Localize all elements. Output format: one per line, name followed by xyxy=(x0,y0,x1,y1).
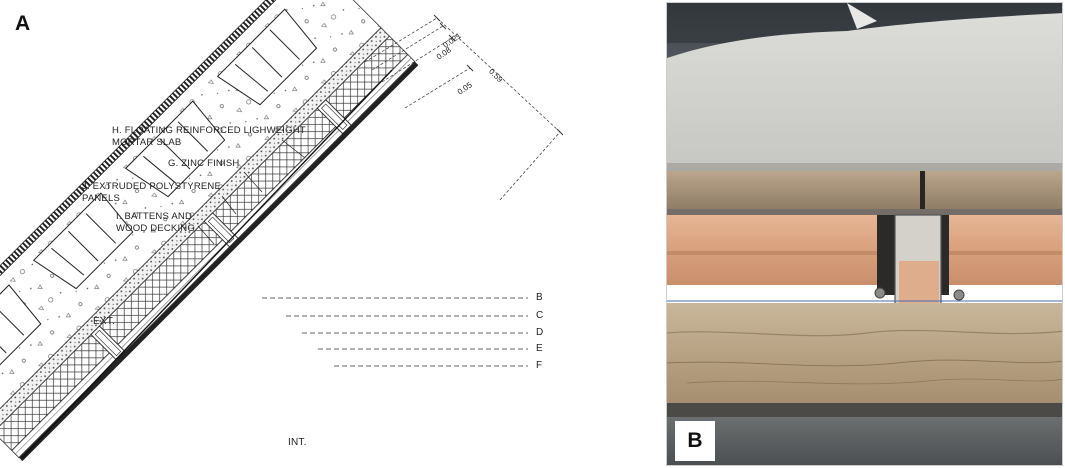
breather-membrane xyxy=(667,13,1062,171)
callout-h-line2: MORTAR SLAB xyxy=(112,137,182,148)
callout-j-line2: PANELS xyxy=(82,193,120,204)
section-drawing-svg xyxy=(0,0,564,462)
exterior-label: EXT. xyxy=(93,316,115,327)
panel-b-letter: B xyxy=(687,429,703,452)
xps-panel-left xyxy=(667,215,877,285)
callout-h-floating-mortar-slab: H. FLOATING REINFORCED LIGHWEIGHT MORTAR… xyxy=(112,125,306,149)
callout-j-line1: J. EXTRUDED POLYSTYRENE xyxy=(82,181,222,192)
layer-marker-lines xyxy=(262,297,528,367)
callout-j-extruded-polystyrene: J. EXTRUDED POLYSTYRENE PANELS xyxy=(82,181,221,205)
callout-leaders xyxy=(197,139,306,245)
roof-section-photo: B xyxy=(666,2,1063,466)
photo-illustration xyxy=(667,3,1062,465)
layer-marker-e: E xyxy=(536,343,543,354)
panel-b-letter-box: B xyxy=(675,421,715,461)
callout-g-text: G. ZINC FINISH xyxy=(168,158,240,169)
roof-layers xyxy=(0,0,419,462)
wood-board-left xyxy=(667,171,920,209)
layer-marker-c: C xyxy=(536,310,544,321)
zinc-finish-layer xyxy=(18,61,419,462)
callout-h-line1: H. FLOATING REINFORCED LIGHWEIGHT xyxy=(112,125,306,136)
stone-substrate xyxy=(667,303,1062,403)
dimension-ticks xyxy=(433,14,564,136)
wood-board-right xyxy=(925,171,1062,209)
callout-g-zinc-finish: G. ZINC FINISH xyxy=(168,158,239,170)
xps-panel-right xyxy=(949,215,1062,285)
layer-marker-d: D xyxy=(536,327,544,338)
callout-i-line1: I. BATTENS AND xyxy=(116,211,192,222)
callout-i-battens-decking: I. BATTENS AND WOOD DECKING xyxy=(116,211,195,235)
soffit-plaster-layer xyxy=(0,0,316,358)
panel-a-letter: A xyxy=(15,12,31,35)
callout-i-line2: WOOD DECKING xyxy=(116,223,195,234)
interior-label: INT. xyxy=(288,437,307,448)
base-surface xyxy=(667,417,1062,465)
xps-insert xyxy=(899,261,939,311)
roof-section-drawing: A H. FLOATING REINFORCED LIGHWEIGHT MORT… xyxy=(0,0,564,462)
dimension-lines xyxy=(364,17,561,201)
layer-marker-f: F xyxy=(536,360,543,371)
layer-marker-b: B xyxy=(536,292,543,303)
